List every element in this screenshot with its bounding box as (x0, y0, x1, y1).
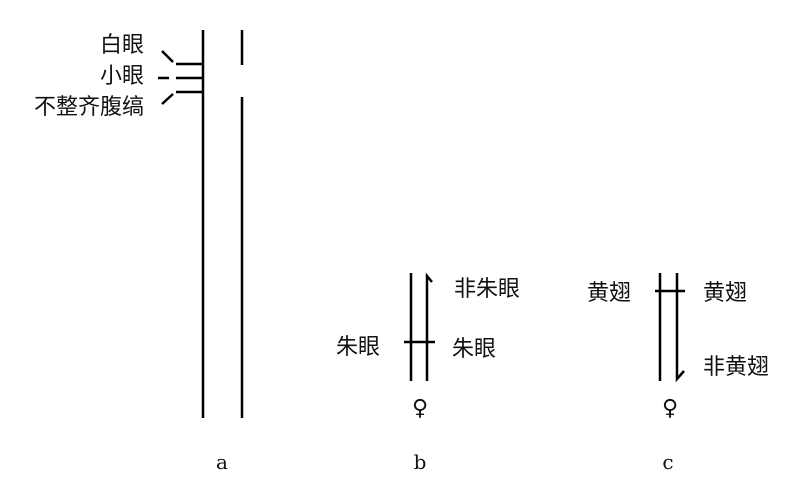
caption-a: a (216, 450, 228, 474)
label-abdomen: 不整齐腹缟 (34, 95, 144, 120)
label-non-vermilion: 非朱眼 (454, 277, 520, 302)
panel-c: 黄翅 黄翅 非黄翅 ♀ c (587, 273, 769, 474)
leader-abdomen (161, 93, 174, 105)
caption-b: b (414, 450, 427, 474)
label-yellow-wing-left: 黄翅 (587, 281, 631, 306)
panel-b: 非朱眼 朱眼 朱眼 ♀ b (336, 272, 520, 474)
panel-a: 白眼 小眼 不整齐腹缟 a (34, 30, 244, 474)
leader-white-eye (161, 50, 174, 63)
label-non-yellow-wing: 非黄翅 (703, 355, 769, 380)
label-white-eye: 白眼 (100, 33, 144, 58)
female-symbol-c: ♀ (662, 396, 678, 421)
caption-c: c (662, 450, 673, 474)
label-small-eye: 小眼 (100, 64, 144, 89)
chromosome-c-right (675, 273, 685, 383)
label-vermilion-right: 朱眼 (452, 337, 496, 362)
female-symbol-b: ♀ (412, 396, 428, 421)
label-yellow-wing-right: 黄翅 (703, 281, 747, 306)
label-vermilion-left: 朱眼 (336, 335, 380, 360)
chromosome-b-right (425, 272, 433, 381)
